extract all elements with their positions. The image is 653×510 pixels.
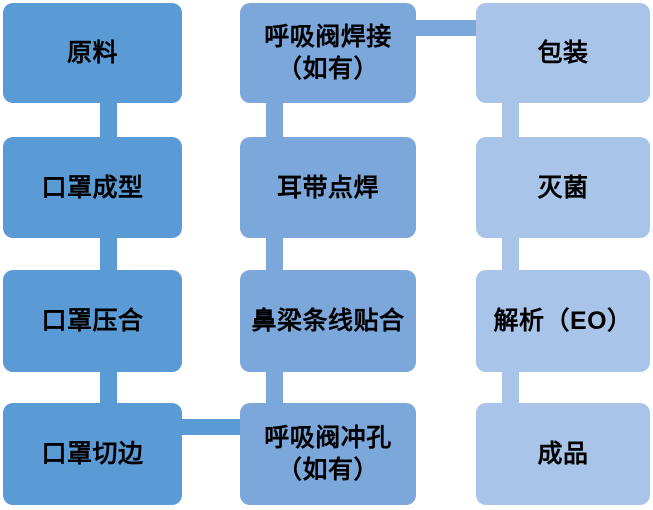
node-label: 口罩成型 [41, 173, 144, 202]
node-label: 耳带点焊 [276, 173, 379, 202]
node-packaging[interactable]: 包装 [476, 3, 650, 103]
node-label: 解析（EO） [493, 307, 633, 335]
node-label: 口罩切边 [41, 440, 144, 468]
node-sterilization[interactable]: 灭菌 [476, 137, 650, 238]
node-label: 包装 [537, 39, 589, 67]
node-desorption-eo[interactable]: 解析（EO） [476, 270, 650, 372]
connector-vertical [502, 238, 519, 270]
node-label: 鼻梁条线贴合 [251, 307, 405, 335]
node-valve-welding[interactable]: 呼吸阀焊接（如有） [240, 3, 416, 103]
connector-vertical [266, 372, 283, 403]
connector-vertical [100, 238, 117, 270]
node-mask-forming[interactable]: 口罩成型 [3, 137, 182, 238]
node-label: 口罩压合 [41, 307, 144, 335]
node-label: 成品 [537, 440, 589, 468]
node-mask-pressing[interactable]: 口罩压合 [3, 270, 182, 372]
connector-vertical [100, 103, 117, 137]
connector-horizontal [182, 419, 240, 435]
connector-vertical [100, 372, 117, 403]
connector-horizontal [416, 20, 476, 36]
node-valve-punching[interactable]: 呼吸阀冲孔（如有） [240, 403, 416, 505]
node-earloop-spot-welding[interactable]: 耳带点焊 [240, 137, 416, 238]
connector-vertical [266, 103, 283, 137]
node-label: 呼吸阀焊接（如有） [264, 23, 392, 83]
node-label: 原料 [66, 39, 118, 67]
node-raw-material[interactable]: 原料 [3, 3, 182, 103]
node-label: 灭菌 [537, 173, 589, 202]
node-mask-edge-cutting[interactable]: 口罩切边 [3, 403, 182, 505]
connector-vertical [502, 372, 519, 403]
connector-vertical [502, 103, 519, 137]
node-finished-product[interactable]: 成品 [476, 403, 650, 505]
node-label: 呼吸阀冲孔（如有） [264, 424, 392, 484]
connector-vertical [266, 238, 283, 270]
node-nosewire-bonding[interactable]: 鼻梁条线贴合 [240, 270, 416, 372]
